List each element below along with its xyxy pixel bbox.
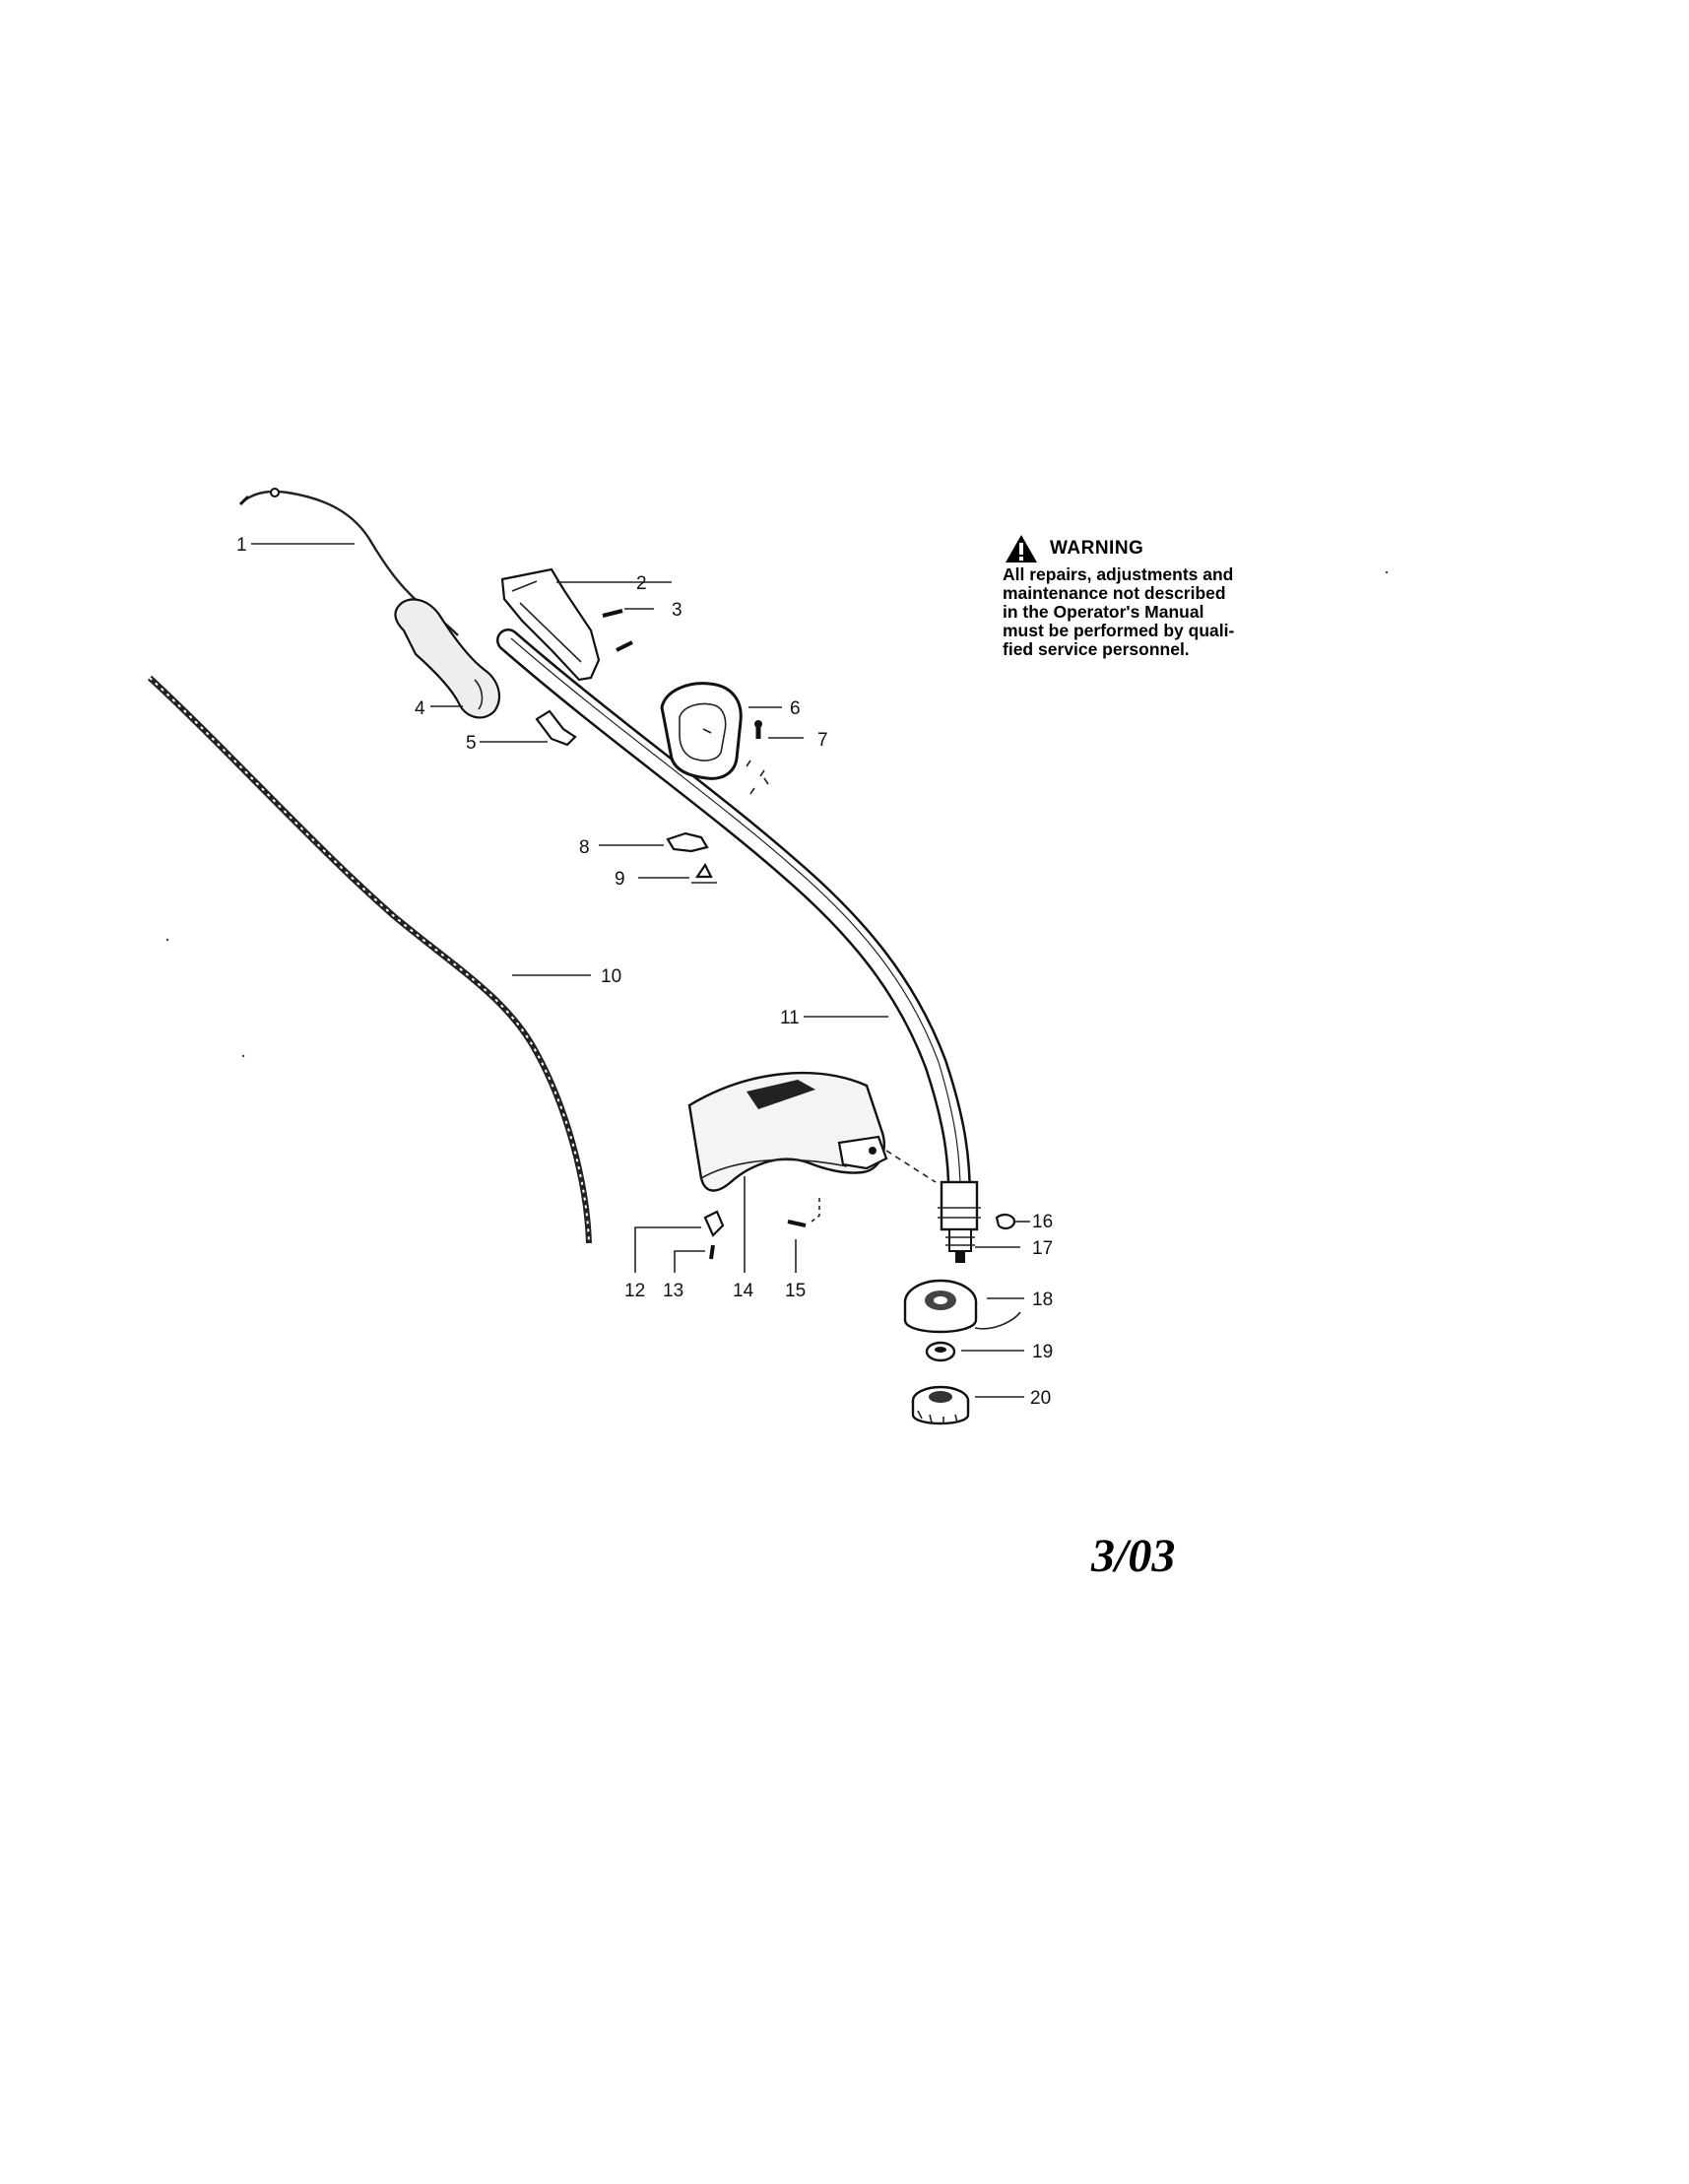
part-ref-1: 1 — [236, 535, 247, 556]
shield-screw — [787, 1198, 820, 1227]
part-ref-18: 18 — [1032, 1290, 1053, 1310]
warning-line: in the Operator's Manual — [1003, 602, 1204, 622]
part-ref-9: 9 — [615, 869, 625, 890]
part-ref-3: 3 — [672, 600, 682, 621]
part-ref-8: 8 — [579, 837, 590, 858]
part-ref-17: 17 — [1032, 1238, 1053, 1259]
warning-line: fied service personnel. — [1003, 639, 1190, 659]
warning-title: WARNING — [1050, 538, 1144, 559]
part-ref-14: 14 — [733, 1281, 754, 1301]
part-ref-19: 19 — [1032, 1342, 1053, 1362]
part-ref-4: 4 — [415, 698, 425, 719]
leader-line-12 — [634, 1226, 701, 1273]
clamp-clip — [995, 1213, 1016, 1230]
warning-triangle-icon — [1006, 535, 1037, 563]
part-ref-6: 6 — [790, 698, 801, 719]
shaft-lower-housing — [938, 1180, 981, 1263]
wing-nut — [691, 862, 717, 884]
warning-header: WARNING — [1005, 534, 1298, 563]
warning-line: must be performed by quali- — [1003, 621, 1235, 640]
handle-bolt — [746, 720, 769, 795]
alignment-line — [885, 1150, 937, 1183]
scan-speck — [1385, 570, 1389, 574]
part-ref-5: 5 — [466, 733, 477, 754]
leader-line-13 — [674, 1250, 705, 1273]
spool-base — [911, 1385, 970, 1425]
rear-handle-grip — [394, 598, 501, 719]
trimmer-head — [903, 1279, 1021, 1334]
part-ref-15: 15 — [785, 1281, 806, 1301]
date-code: 3/03 — [1091, 1530, 1176, 1582]
loop-handle — [660, 682, 743, 780]
scan-speck — [241, 1054, 245, 1058]
warning-text: All repairs, adjustments and maintenance… — [1003, 565, 1298, 659]
curved-shaft-tube — [496, 629, 972, 1219]
scan-speck — [165, 938, 169, 942]
shield-bracket — [703, 1210, 725, 1237]
warning-line: maintenance not described — [1003, 583, 1226, 603]
warning-box: WARNING All repairs, adjustments and mai… — [1003, 534, 1298, 659]
throttle-trigger — [535, 709, 577, 747]
part-ref-13: 13 — [663, 1281, 683, 1301]
part-ref-12: 12 — [624, 1281, 645, 1301]
spool-washer — [925, 1341, 956, 1362]
deflector-shield — [687, 1072, 888, 1192]
part-ref-7: 7 — [817, 730, 828, 751]
part-ref-20: 20 — [1030, 1388, 1051, 1409]
housing-screws — [602, 609, 633, 652]
flexible-drive-shaft — [147, 675, 592, 1244]
part-ref-2: 2 — [636, 573, 647, 594]
part-ref-10: 10 — [601, 966, 621, 987]
handle-clamp — [666, 831, 709, 853]
part-ref-11: 11 — [780, 1008, 800, 1028]
part-ref-16: 16 — [1032, 1212, 1053, 1232]
bracket-screw — [709, 1244, 715, 1260]
warning-line: All repairs, adjustments and — [1003, 564, 1234, 584]
